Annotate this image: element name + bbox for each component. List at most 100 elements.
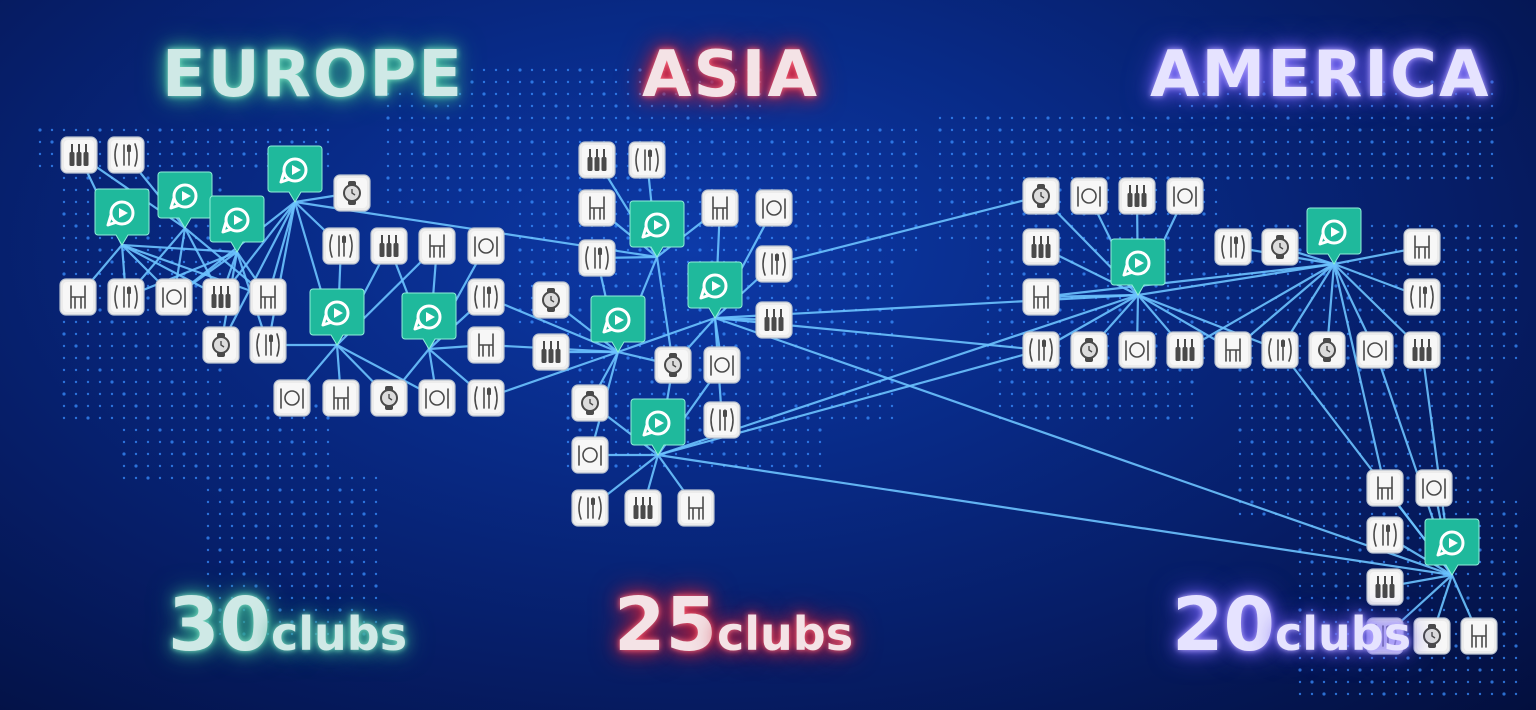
club-amenity-tile [418,379,456,417]
club-amenity-tile [532,333,570,371]
chair-icon [1225,338,1241,362]
cutlery-icon [1373,624,1397,648]
club-amenity-tile [755,245,793,283]
club-count-america-unit: clubs [1274,607,1412,661]
plate-icon [474,236,498,257]
club-amenity-tile [1070,177,1108,215]
venue-pin-icon [642,410,671,437]
club-amenity-tile [1413,617,1451,655]
club-amenity-tile [571,436,609,474]
club-amenity-tile [467,278,505,316]
bottles-icon [211,286,231,308]
cutlery-icon [256,333,280,357]
club-amenity-tile [571,489,609,527]
club-amenity-tile [1403,331,1441,369]
club-amenity-tile [60,136,98,174]
bottles-icon [69,144,89,166]
plate-icon [1363,340,1387,361]
club-amenity-tile [628,141,666,179]
cutlery-icon [585,246,609,270]
club-amenity-tile [249,278,287,316]
watch-icon [380,386,398,410]
cutlery-icon [635,148,659,172]
club-venue-marker [401,292,457,350]
club-nodes [59,136,1498,655]
watch-icon [1032,184,1050,208]
chair-icon [688,496,704,520]
club-amenity-tile [1118,177,1156,215]
club-amenity-tile [1460,617,1498,655]
club-amenity-tile [1366,568,1404,606]
connection-line [220,201,296,346]
club-count-europe-unit: clubs [270,607,408,661]
club-venue-marker [309,288,365,346]
venue-pin-icon [413,304,442,331]
club-venue-marker [629,200,685,258]
venue-pin-icon [279,157,308,184]
club-amenity-tile [370,227,408,265]
club-amenity-tile [467,227,505,265]
watch-icon [343,181,361,205]
club-venue-marker [209,195,265,253]
plate-icon [162,287,186,308]
venue-pin-icon [106,200,135,227]
cutlery-icon [474,285,498,309]
connection-line [617,316,716,354]
connection-line [773,194,1042,266]
cutlery-icon [1029,338,1053,362]
club-amenity-tile [1166,331,1204,369]
chair-icon [260,285,276,309]
watch-icon [212,333,230,357]
bottles-icon [1375,576,1395,598]
club-amenity-tile [1308,331,1346,369]
venue-pin-icon [641,212,670,239]
bottles-icon [1412,339,1432,361]
venue-pin-icon [1318,219,1347,246]
club-amenity-tile [701,189,739,227]
club-amenity-tile [59,278,97,316]
chair-icon [70,285,86,309]
bottles-icon [764,309,784,331]
club-venue-marker [157,171,213,229]
connection-line [657,453,1453,577]
watch-icon [581,391,599,415]
plate-icon [578,445,602,466]
club-amenity-tile [1261,331,1299,369]
club-amenity-tile [107,278,145,316]
venue-pin-icon [1122,250,1151,277]
venue-pin-icon [602,307,631,334]
club-venue-marker [94,188,150,246]
cutlery-icon [1221,235,1245,259]
club-venue-marker [1110,238,1166,296]
chair-icon [589,196,605,220]
club-amenity-tile [755,189,793,227]
club-amenity-tile [467,326,505,364]
club-amenity-tile [322,379,360,417]
plate-icon [425,388,449,409]
club-amenity-tile [677,489,715,527]
watch-icon [1271,235,1289,259]
watch-icon [1080,338,1098,362]
club-amenity-tile [654,346,692,384]
club-amenity-tile [1415,469,1453,507]
connection-line [1040,262,1335,299]
region-title-america: AMERICA [1150,38,1491,112]
club-amenity-tile [1022,278,1060,316]
club-amenity-tile [578,141,616,179]
plate-icon [762,198,786,219]
connection-line [266,201,297,346]
club-amenity-tile [755,301,793,339]
watch-icon [542,288,560,312]
club-count-europe-number: 30 [168,582,271,668]
chair-icon [712,196,728,220]
chair-icon [1471,624,1487,648]
club-count-europe: 30clubs [168,588,407,662]
club-amenity-tile [1070,331,1108,369]
club-amenity-tile [467,379,505,417]
cutlery-icon [114,143,138,167]
club-amenity-tile [418,227,456,265]
cutlery-icon [578,496,602,520]
club-amenity-tile [1403,278,1441,316]
venue-pin-icon [221,207,250,234]
club-venue-marker [1306,207,1362,265]
